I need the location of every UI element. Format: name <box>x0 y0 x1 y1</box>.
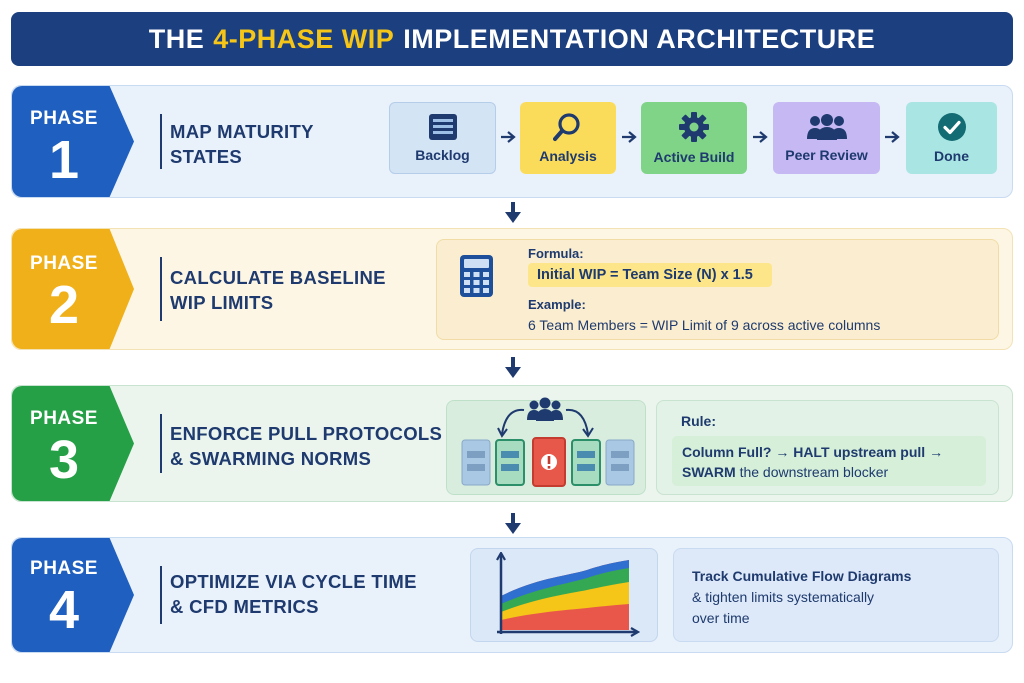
state-backlog: Backlog <box>389 102 496 174</box>
phase-3-badge: PHASE 3 <box>12 386 134 501</box>
formula-label: Formula: <box>528 246 584 261</box>
cfd-chart-illustration <box>496 552 641 637</box>
phase-3-heading: ENFORCE PULL PROTOCOLS & SWARMING NORMS <box>170 421 442 471</box>
arrow-down-icon <box>505 202 521 223</box>
phase-3-heading-line1: ENFORCE PULL PROTOCOLS <box>170 423 443 444</box>
phase-1-separator <box>160 114 162 169</box>
rule-line2: SWARM the downstream blocker <box>682 462 976 482</box>
title-part1: THE <box>148 23 205 54</box>
swarm-board-illustration <box>461 397 635 487</box>
phase-2-badge: PHASE 2 <box>12 229 134 349</box>
state-peer-review-label: Peer Review <box>785 147 868 163</box>
phase-4-badge: PHASE 4 <box>12 538 134 652</box>
title-banner: THE 4-PHASE WIP IMPLEMENTATION ARCHITECT… <box>11 12 1013 66</box>
phase-2-heading-line1: CALCULATE BASELINE <box>170 267 386 288</box>
phase-3-number: 3 <box>48 430 80 490</box>
state-done: Done <box>906 102 997 174</box>
phase-2-label: PHASE <box>30 253 98 274</box>
state-active-build-label: Active Build <box>653 149 735 165</box>
arrow-down-icon <box>505 357 521 378</box>
state-analysis: Analysis <box>520 102 616 174</box>
rule-box: Column Full? → HALT upstream pull → SWAR… <box>672 436 986 486</box>
phase-4-text-panel <box>673 548 999 642</box>
phase-1-number: 1 <box>48 130 80 190</box>
state-active-build: Active Build <box>641 102 747 174</box>
arrow-right-icon <box>885 131 900 143</box>
phase-2-number: 2 <box>48 275 80 335</box>
phase-4-separator <box>160 566 162 624</box>
example-label: Example: <box>528 297 586 312</box>
phase-1-heading-line2: STATES <box>170 146 243 167</box>
phase-4-heading: OPTIMIZE VIA CYCLE TIME & CFD METRICS <box>170 569 417 619</box>
phase-2-heading-line2: WIP LIMITS <box>170 292 274 313</box>
phase-3-label: PHASE <box>30 408 98 429</box>
phase-4-text-line3: over time <box>692 610 750 626</box>
arrow-right-icon <box>753 131 768 143</box>
rule-rest: the downstream blocker <box>739 464 889 480</box>
phase-4-heading-line2: & CFD METRICS <box>170 596 319 617</box>
phase-3-separator <box>160 414 162 473</box>
rule-swarm: SWARM <box>682 464 736 480</box>
state-peer-review: Peer Review <box>773 102 880 174</box>
example-text: 6 Team Members = WIP Limit of 9 across a… <box>528 317 881 333</box>
phase-2-formula-panel <box>436 239 999 340</box>
magnifier-icon <box>553 113 580 141</box>
list-icon <box>428 114 457 140</box>
rule-label: Rule: <box>681 413 716 429</box>
team-icon <box>806 114 847 140</box>
state-analysis-label: Analysis <box>539 148 597 164</box>
phase-4-heading-line1: OPTIMIZE VIA CYCLE TIME <box>170 571 417 592</box>
arrow-right-icon <box>622 131 637 143</box>
phase-1-heading-line1: MAP MATURITY <box>170 121 314 142</box>
phase-1-badge: PHASE 1 <box>12 86 134 197</box>
arrow-down-icon <box>505 513 521 534</box>
phase-4-label: PHASE <box>30 558 98 579</box>
calculator-icon <box>460 255 493 297</box>
phase-2-separator <box>160 257 162 321</box>
gear-icon <box>679 112 709 142</box>
phase-1-label: PHASE <box>30 108 98 129</box>
formula-box: Initial WIP = Team Size (N) x 1.5 <box>528 263 772 287</box>
state-backlog-label: Backlog <box>415 147 470 163</box>
phase-1-heading: MAP MATURITY STATES <box>170 119 314 169</box>
team-icon <box>527 397 563 421</box>
phase-4-number: 4 <box>48 580 80 640</box>
phase-2-heading: CALCULATE BASELINE WIP LIMITS <box>170 265 386 315</box>
arrow-right-icon <box>501 131 516 143</box>
title-part2: IMPLEMENTATION ARCHITECTURE <box>403 23 876 54</box>
state-done-label: Done <box>934 148 969 164</box>
phase-3-heading-line2: & SWARMING NORMS <box>170 448 372 469</box>
phase-4-text-line1: Track Cumulative Flow Diagrams <box>692 568 912 584</box>
phase-4-text: Track Cumulative Flow Diagrams & tighten… <box>692 566 911 629</box>
phase-4-text-line2: & tighten limits systematically <box>692 589 875 605</box>
title-highlight: 4-PHASE WIP <box>213 23 395 54</box>
rule-line1: Column Full? → HALT upstream pull → <box>682 444 944 460</box>
check-circle-icon <box>937 113 966 141</box>
